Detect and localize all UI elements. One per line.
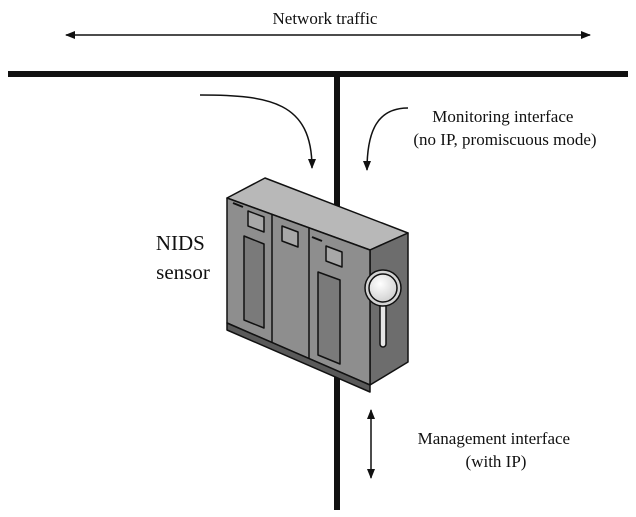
nids-sensor-title: NIDS	[156, 231, 205, 255]
cabinet-side-face	[369, 232, 409, 386]
panel-3-small-window	[325, 245, 343, 268]
monitoring-interface-label: Monitoring interface (no IP, promiscuous…	[413, 107, 596, 149]
magnifying-glass-icon	[364, 269, 402, 348]
magnifier-lens	[368, 273, 398, 303]
nids-sensor-label: NIDS sensor	[156, 231, 210, 284]
nids-sensor-subtitle: sensor	[156, 260, 210, 284]
monitoring-interface-detail: (no IP, promiscuous mode)	[413, 130, 596, 149]
monitoring-interface-title: Monitoring interface	[432, 107, 573, 126]
panel-3-long-window	[317, 271, 341, 365]
panel-1-indicator	[232, 202, 244, 208]
management-interface-title: Management interface	[418, 429, 570, 448]
magnifier-handle	[379, 303, 387, 348]
monitoring-interface-arrow	[363, 107, 409, 171]
management-interface-detail: (with IP)	[466, 452, 527, 471]
network-traffic-label: Network traffic	[273, 9, 378, 28]
panel-2-small-window	[281, 225, 299, 248]
panel-1-small-window	[247, 210, 265, 233]
panel-3-indicator	[311, 236, 323, 242]
cabinet-base	[226, 322, 371, 393]
traffic-capture-arrow	[199, 94, 316, 169]
management-interface-label: Management interface (with IP)	[418, 429, 575, 471]
panel-1-long-window	[243, 235, 265, 329]
